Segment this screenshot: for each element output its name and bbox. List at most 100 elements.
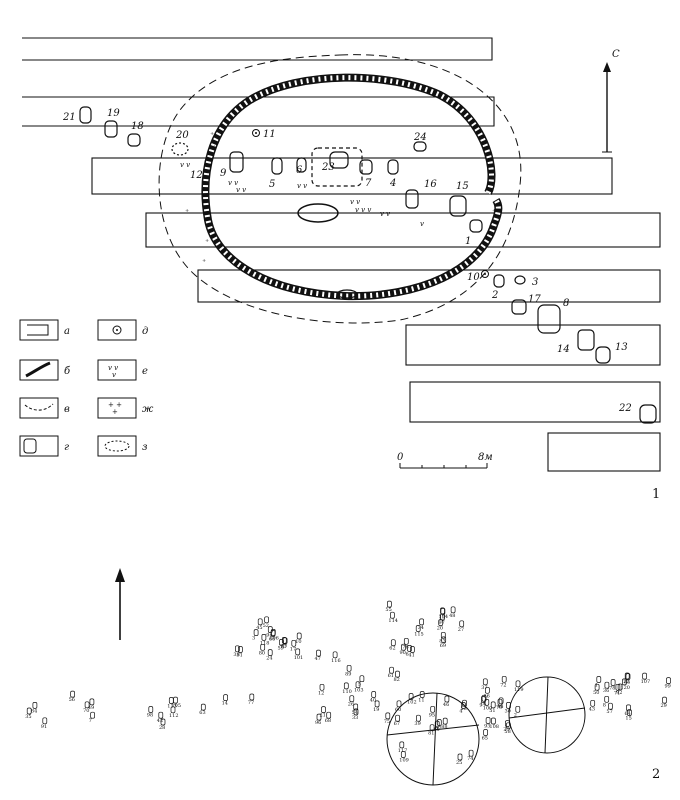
grave-number: 77: [248, 700, 254, 706]
plan-2: 1121141101091061081071051041031021011009…: [25, 568, 671, 786]
grave-number: 75: [384, 719, 390, 725]
grave-marker: [441, 636, 447, 644]
panel-label-2: 2: [652, 767, 660, 782]
svg-text:а: а: [64, 326, 70, 337]
grave-marker: [594, 683, 600, 691]
grave-marker: [515, 680, 521, 688]
grave-marker: [482, 678, 488, 686]
feature-label: 16: [424, 179, 437, 190]
grave-number: 65: [482, 736, 488, 742]
grave-number: 114: [388, 618, 398, 624]
svg-text:v v: v v: [380, 210, 390, 218]
grave-marker: [491, 717, 496, 725]
grave-number: 14: [222, 701, 228, 707]
grave-number: 31: [236, 653, 242, 659]
grave-number: 106: [269, 635, 279, 641]
grave-marker: [590, 699, 596, 707]
grave-number: 86: [483, 693, 489, 699]
grave-number: 21: [320, 713, 326, 719]
grave-number: 3: [252, 636, 255, 642]
feature-label: 21: [62, 112, 76, 123]
grave-marker: [399, 741, 405, 749]
grave-marker: [440, 631, 446, 639]
grave-number: 94: [266, 633, 272, 639]
grave-marker: [267, 649, 273, 656]
feature-label: 9: [220, 168, 227, 179]
grave-number: 36: [603, 688, 609, 694]
grave-number: 49: [88, 705, 94, 711]
grave-number: 101: [294, 655, 304, 661]
grave-number: 87: [281, 644, 287, 650]
grave-marker: [326, 711, 332, 719]
grave-marker: [461, 702, 466, 709]
grave-number: 85: [624, 680, 630, 686]
north-label: С: [612, 49, 620, 60]
grave-number: 27: [458, 627, 464, 633]
scale-end: 8м: [478, 452, 493, 463]
grave-marker: [261, 634, 267, 641]
grave-marker: [390, 611, 395, 619]
grave-number: 54: [352, 710, 358, 716]
grave-marker: [148, 706, 154, 713]
svg-text:v v v: v v v: [355, 206, 371, 214]
grave-marker: [253, 629, 259, 636]
grave-number: 44: [497, 704, 503, 710]
grave-number: 68: [325, 718, 331, 724]
grave-number: 30: [505, 708, 511, 714]
grave-marker: [396, 700, 402, 708]
grave-number: 45: [256, 625, 262, 631]
legend-item-v: в: [19, 397, 70, 419]
grave-marker: [610, 679, 616, 686]
grave-marker: [481, 696, 486, 703]
grave-number: 50: [593, 690, 599, 696]
grave-number: 117: [398, 748, 408, 754]
grave-number: 23: [503, 727, 509, 733]
grave-markers: 1121141101091061081071051041031021011009…: [25, 600, 671, 766]
grave-marker: [419, 691, 425, 698]
grave-number: 51: [489, 708, 495, 714]
grave-number: 20: [437, 626, 443, 632]
grave-marker: [296, 632, 302, 640]
grave-number: 18: [433, 727, 439, 733]
svg-text:v v: v v: [228, 179, 238, 187]
grave-marker: [387, 600, 392, 608]
grave-marker: [430, 705, 436, 713]
grave-number: 116: [331, 658, 341, 664]
grave-number: 118: [260, 640, 270, 646]
grave-number: 79: [496, 705, 502, 711]
grave-number: 97: [439, 620, 445, 626]
grave-number: 34: [418, 625, 424, 631]
grave-marker: [626, 704, 631, 712]
feature-labels: 21 19 18 20 11 12 9 5 6 23 7 4 24 16 15 …: [62, 108, 632, 414]
grave-marker: [90, 711, 95, 719]
grave-marker: [70, 690, 75, 698]
grave-number: 5: [358, 682, 361, 688]
svg-text:д: д: [142, 326, 148, 337]
grave-marker: [415, 625, 421, 632]
grave-number: 37: [481, 685, 487, 691]
feature-label: 7: [365, 178, 372, 189]
grave-marker: [170, 706, 176, 714]
grave-marker: [444, 695, 450, 703]
feature-label: 19: [107, 108, 120, 119]
feature-label: 3: [532, 277, 538, 288]
grave-number: 96: [315, 720, 321, 726]
grave-marker: [319, 683, 325, 691]
grave-number: 100: [483, 705, 493, 711]
grave-marker: [505, 720, 510, 727]
svg-text:+ +: + +: [108, 401, 122, 409]
grave-marker: [429, 724, 435, 732]
rampart-ring: [201, 73, 503, 301]
grave-number: 62: [389, 646, 395, 652]
grave-number: 82: [394, 677, 400, 683]
svg-text:v v: v v: [108, 364, 118, 372]
svg-text:+: +: [492, 208, 496, 214]
svg-text:в: в: [64, 404, 70, 415]
grave-number: 89: [345, 671, 351, 677]
grave-marker: [483, 729, 488, 736]
grave-number: 61: [388, 673, 394, 679]
feature-label: 24: [413, 132, 427, 143]
grave-marker: [506, 702, 511, 709]
grave-marker: [349, 695, 355, 703]
svg-text:v v: v v: [350, 198, 360, 206]
